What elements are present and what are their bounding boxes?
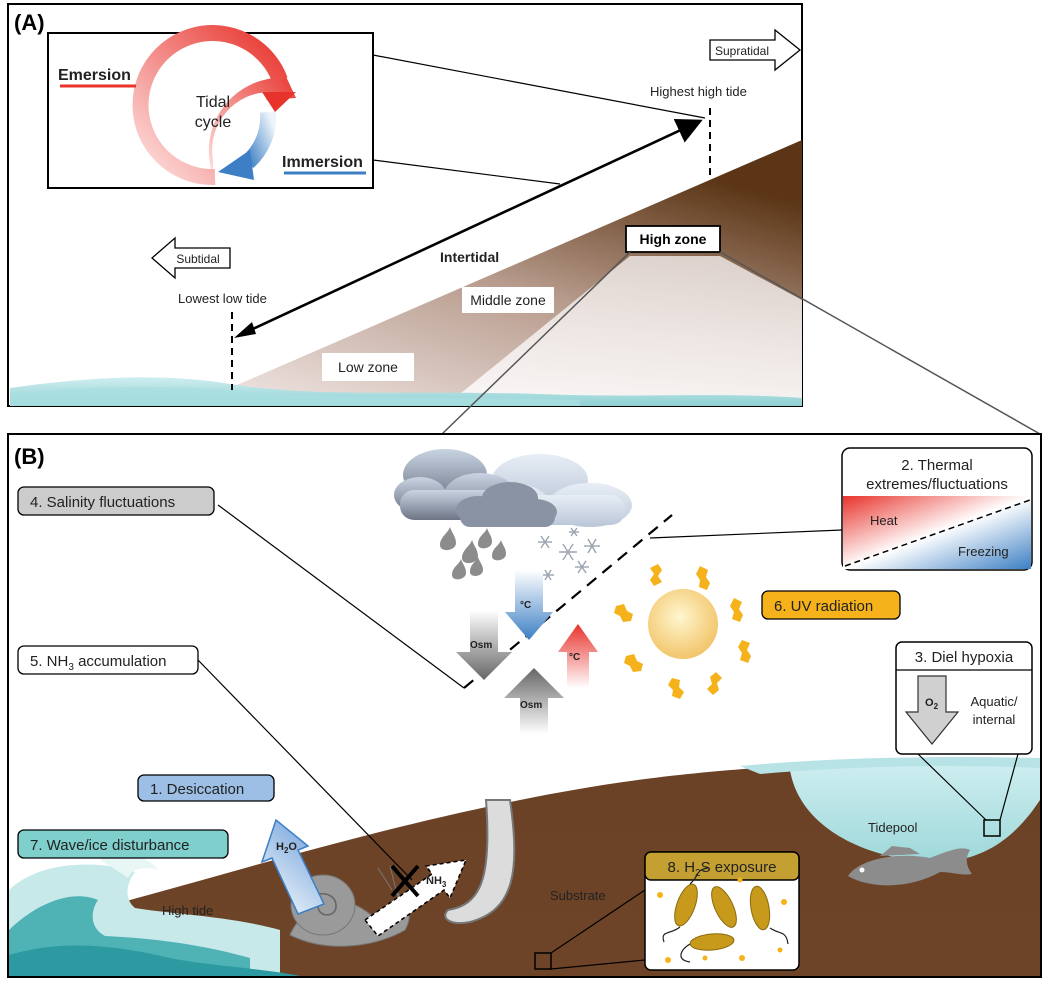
osmotic-up-arrow: Osm <box>504 668 564 734</box>
h2s-label-bg <box>644 851 800 881</box>
thermal-label-line1: 2. Thermal <box>901 457 972 474</box>
low-zone-label: Low zone <box>338 359 398 375</box>
thermal-label-line2: extremes/fluctuations <box>866 476 1008 493</box>
panel-a-label: (A) <box>14 10 45 35</box>
thermal-gradient <box>843 496 1031 569</box>
tidal-cycle-center-line2: cycle <box>195 114 232 131</box>
high-zone-label: High zone <box>640 231 707 247</box>
wave-ice-label: 7. Wave/ice disturbance <box>30 837 190 854</box>
zoom-line-left <box>441 251 631 435</box>
temp-up-label: °C <box>569 652 580 663</box>
uv-label-box: 6. UV radiation <box>761 590 901 620</box>
hypoxia-label: 3. Diel hypoxia <box>915 649 1014 666</box>
sea-wave-light <box>10 386 580 406</box>
desiccation-label-box: 1. Desiccation <box>137 774 275 802</box>
snowflakes <box>538 527 600 581</box>
panel-b-label: (B) <box>14 444 45 469</box>
emersion-label: Emersion <box>58 67 131 84</box>
sun-icon <box>614 564 751 699</box>
temperature-down-arrow: °C <box>505 570 553 640</box>
desiccation-label: 1. Desiccation <box>150 781 244 798</box>
raindrops <box>440 527 506 580</box>
nh3-arrow-label: NH3 <box>426 875 447 889</box>
intertidal-arrow <box>241 118 703 336</box>
intertidal-label: Intertidal <box>440 249 499 265</box>
connector-bottom <box>372 159 561 185</box>
osm-up-label: Osm <box>520 700 542 711</box>
waves <box>9 855 300 976</box>
immersion-arc <box>242 111 277 168</box>
nh3-connector <box>197 659 413 881</box>
h2s-box: 8. H2S exposure <box>644 851 800 971</box>
subtidal-arrow <box>151 236 231 280</box>
o2-down-arrow <box>904 675 960 745</box>
high-zone-wedge <box>445 256 802 406</box>
freezing-label: Freezing <box>958 544 1009 559</box>
h2s-connector-bottom <box>550 959 646 970</box>
immersion-arrowhead <box>218 150 254 180</box>
thermal-box: 2. Thermal extremes/fluctuations Heat Fr… <box>841 447 1033 571</box>
high-tide-label: High tide <box>162 903 213 918</box>
o2-label: O2 <box>925 697 939 711</box>
burrow-tube <box>444 799 516 924</box>
nh3-label: 5. NH3 accumulation <box>30 653 166 673</box>
tidal-cycle-arrows <box>132 25 296 186</box>
fish-silhouette <box>848 846 972 886</box>
aquatic-line1: Aquatic/ <box>971 694 1018 709</box>
h2s-connector-top <box>550 889 646 954</box>
connector-top <box>372 54 706 119</box>
temperature-up-arrow: °C <box>558 624 598 688</box>
tidepool-sample-square <box>983 819 1001 837</box>
emersion-arrowhead <box>262 92 296 112</box>
thermal-connector <box>649 529 843 539</box>
emersion-arc <box>132 25 288 186</box>
salinity-connector <box>217 504 465 689</box>
intertidal-arrowhead-low <box>234 322 256 338</box>
osmotic-down-arrow: Osm <box>456 610 512 680</box>
middle-zone-label: Middle zone <box>470 292 546 308</box>
supratidal-arrow <box>709 28 802 72</box>
osm-down-label: Osm <box>470 640 492 651</box>
tidepool-label: Tidepool <box>868 820 917 835</box>
hypoxia-box: 3. Diel hypoxia O2 Aquatic/ internal <box>895 641 1033 755</box>
bacteria-icons <box>674 883 771 951</box>
wave-ice-label-box: 7. Wave/ice disturbance <box>17 829 229 859</box>
nh3-arrow: NH3 <box>363 859 468 938</box>
panel-b: Tidepool High tide Substrate <box>7 433 1042 978</box>
sulfide-dots <box>657 877 787 963</box>
salinity-label-box: 4. Salinity fluctuations <box>17 486 215 516</box>
salinity-label: 4. Salinity fluctuations <box>30 494 175 511</box>
aquatic-line2: internal <box>973 712 1016 727</box>
heat-label: Heat <box>870 513 898 528</box>
clouds <box>394 449 632 527</box>
h2o-label: H2O <box>276 841 297 855</box>
bacteria-flagella <box>662 867 789 963</box>
uv-label: 6. UV radiation <box>774 598 873 615</box>
subtidal-label: Subtidal <box>176 252 219 266</box>
substrate-label: Substrate <box>550 888 606 903</box>
low-zone-bg <box>322 353 414 381</box>
h2o-arrow: H2O <box>260 818 326 915</box>
zoom-line-right <box>719 251 1041 435</box>
highest-high-tide-label: Highest high tide <box>650 84 747 99</box>
thermal-divider <box>844 499 1031 567</box>
substrate-sample-square <box>534 952 552 970</box>
tidepool <box>790 762 1040 862</box>
middle-zone-bg <box>462 287 554 313</box>
panel-a: (A) Tidal cycle Emersion Immersion Supra… <box>7 3 803 407</box>
lowest-low-tide-label: Lowest low tide <box>178 291 267 306</box>
tidal-cycle-center-line1: Tidal <box>196 94 230 111</box>
high-zone-box <box>625 225 721 253</box>
water-surface <box>740 756 1040 774</box>
immersion-label: Immersion <box>282 154 363 171</box>
hypoxia-connector-left <box>917 753 987 821</box>
nh3-label-box: 5. NH3 accumulation <box>17 645 199 675</box>
supratidal-label: Supratidal <box>715 44 769 58</box>
hypoxia-connector-right <box>999 753 1019 821</box>
temp-down-label: °C <box>520 600 531 611</box>
